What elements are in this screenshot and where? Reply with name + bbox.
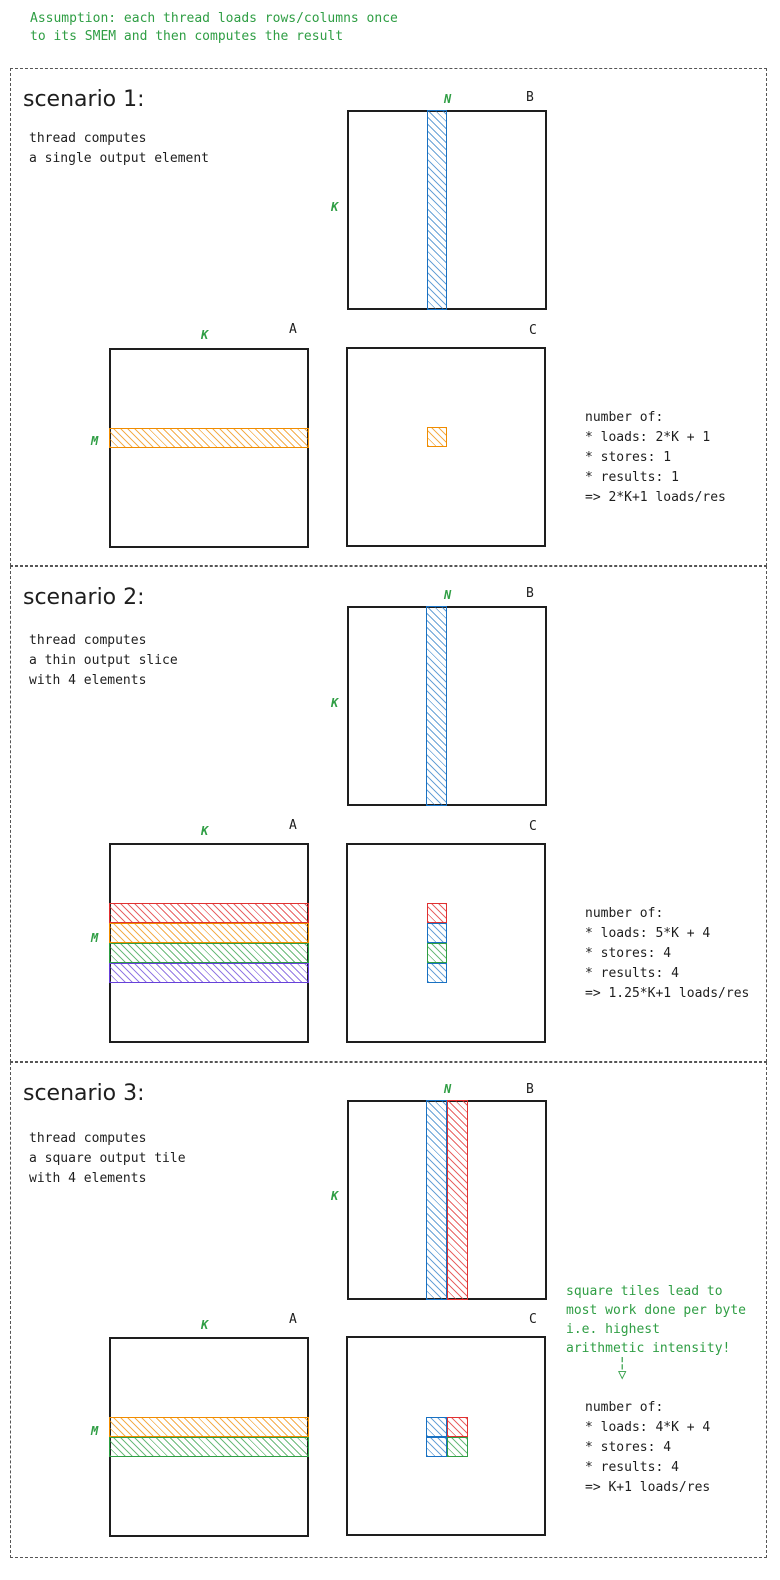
matrix-a-label: A: [289, 322, 297, 337]
insight-note: square tiles lead to most work done per …: [566, 1284, 747, 1356]
c-output-element: [426, 1437, 447, 1457]
b-column-tile: [447, 1100, 468, 1300]
dim-k-label: K: [201, 1318, 209, 1332]
dim-m-label: M: [91, 1424, 99, 1438]
b-column-tile: [426, 1100, 447, 1300]
dim-n-label: N: [444, 1082, 452, 1096]
b-column-tile: [426, 606, 447, 806]
scenario-2-panel: scenario 2: thread computes a thin outpu…: [10, 566, 767, 1062]
dim-k-label: K: [331, 1189, 339, 1203]
scenario-stats: number of: * loads: 5*K + 4 * stores: 4 …: [585, 906, 750, 1001]
c-output-element: [427, 943, 447, 963]
matrix-b: [347, 110, 547, 310]
dim-k-label: K: [201, 328, 209, 342]
matrix-a-label: A: [289, 818, 297, 833]
a-row-tile: [109, 903, 309, 923]
matrix-a-label: A: [289, 1312, 297, 1327]
dim-k-label: K: [201, 824, 209, 838]
b-column-tile: [427, 110, 447, 310]
a-row-tile: [109, 923, 309, 943]
a-row-tile: [109, 428, 309, 448]
scenario-description: thread computes a square output tile wit…: [29, 1131, 186, 1186]
c-output-element: [427, 427, 447, 447]
a-row-tile: [109, 1417, 309, 1437]
dim-n-label: N: [444, 588, 452, 602]
matrix-c: [346, 347, 546, 547]
dim-m-label: M: [91, 434, 99, 448]
c-output-element: [447, 1417, 468, 1437]
scenario-description: thread computes a thin output slice with…: [29, 633, 178, 688]
c-output-element: [427, 963, 447, 983]
a-row-tile: [109, 943, 309, 963]
dim-k-label: K: [331, 696, 339, 710]
c-output-element: [426, 1417, 447, 1437]
scenario-3-panel: scenario 3: thread computes a square out…: [10, 1062, 767, 1558]
matrix-c-label: C: [529, 1312, 537, 1327]
matrix-b-label: B: [526, 1082, 534, 1097]
scenario-title: scenario 2:: [23, 585, 145, 610]
matrix-b-label: B: [526, 90, 534, 105]
scenario-stats: number of: * loads: 2*K + 1 * stores: 1 …: [585, 410, 726, 505]
matrix-c-label: C: [529, 323, 537, 338]
a-row-tile: [109, 1437, 309, 1457]
c-output-element: [427, 923, 447, 943]
dim-m-label: M: [91, 931, 99, 945]
scenario-1-panel: scenario 1: thread computes a single out…: [10, 68, 767, 566]
a-row-tile: [109, 963, 309, 983]
matrix-b-label: B: [526, 586, 534, 601]
c-output-element: [447, 1437, 468, 1457]
arrow-down-icon: ¦▽: [618, 1355, 627, 1383]
scenario-title: scenario 1:: [23, 87, 145, 112]
assumption-note: Assumption: each thread loads rows/colum…: [30, 11, 398, 44]
scenario-description: thread computes a single output element: [29, 131, 210, 166]
scenario-title: scenario 3:: [23, 1081, 145, 1106]
dim-n-label: N: [444, 92, 452, 106]
dim-k-label: K: [331, 200, 339, 214]
matrix-a: [109, 348, 309, 548]
scenario-stats: number of: * loads: 4*K + 4 * stores: 4 …: [585, 1400, 711, 1495]
c-output-element: [427, 903, 447, 923]
matrix-c-label: C: [529, 819, 537, 834]
matrix-b: [347, 606, 547, 806]
